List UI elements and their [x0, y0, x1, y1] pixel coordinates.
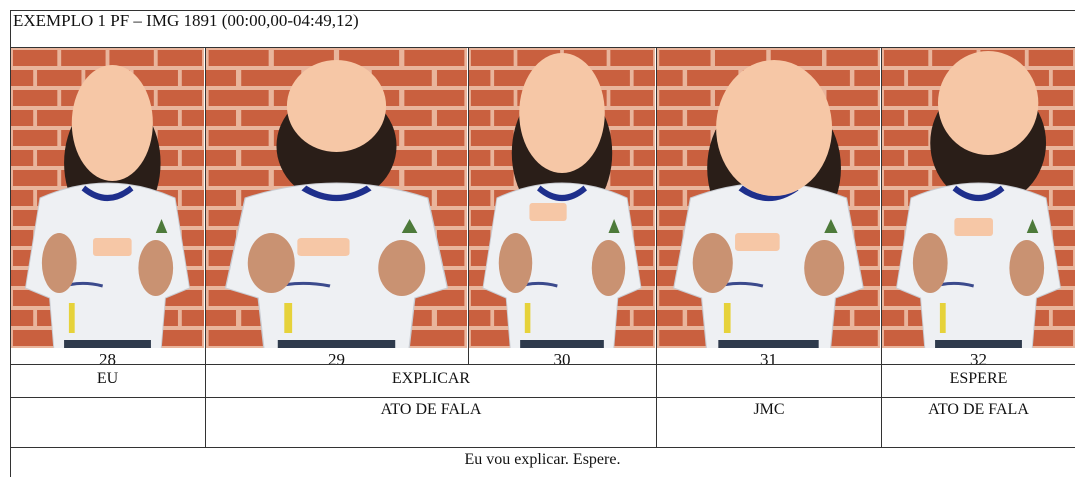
free-translation: Eu vou explicar. Espere.: [464, 451, 621, 468]
gloss-eu: EU: [96, 370, 119, 387]
frame-number: 29: [206, 348, 467, 364]
frame-number: 28: [11, 348, 204, 364]
video-frame-31: [657, 48, 880, 356]
gloss-espere: ESPERE: [949, 370, 1008, 387]
video-frame-28: [11, 48, 204, 356]
example-title: EXEMPLO 1 PF – IMG 1891 (00:00,00-04:49,…: [13, 11, 359, 30]
column-divider: [468, 47, 469, 364]
tier-jmc: JMC: [753, 401, 785, 418]
table-border-top: [10, 10, 1075, 11]
gloss-explicar: EXPLICAR: [391, 370, 471, 387]
row-divider: [10, 447, 1075, 448]
title-divider: [10, 47, 1075, 48]
column-divider: [656, 47, 657, 447]
transcription-table: EXEMPLO 1 PF – IMG 1891 (00:00,00-04:49,…: [10, 10, 1075, 477]
frame-number: 31: [657, 348, 880, 364]
frame-number: 32: [882, 348, 1075, 364]
row-divider: [10, 364, 1075, 365]
tier-ato-de-fala-1: ATO DE FALA: [380, 401, 482, 418]
video-frame-29: [206, 48, 467, 356]
tier-ato-de-fala-2: ATO DE FALA: [928, 401, 1029, 418]
row-divider: [10, 397, 1075, 398]
video-frame-30: [469, 48, 655, 356]
column-divider: [881, 47, 882, 447]
frame-number: 30: [469, 348, 655, 364]
video-frame-32: [882, 48, 1075, 356]
column-divider: [205, 47, 206, 447]
